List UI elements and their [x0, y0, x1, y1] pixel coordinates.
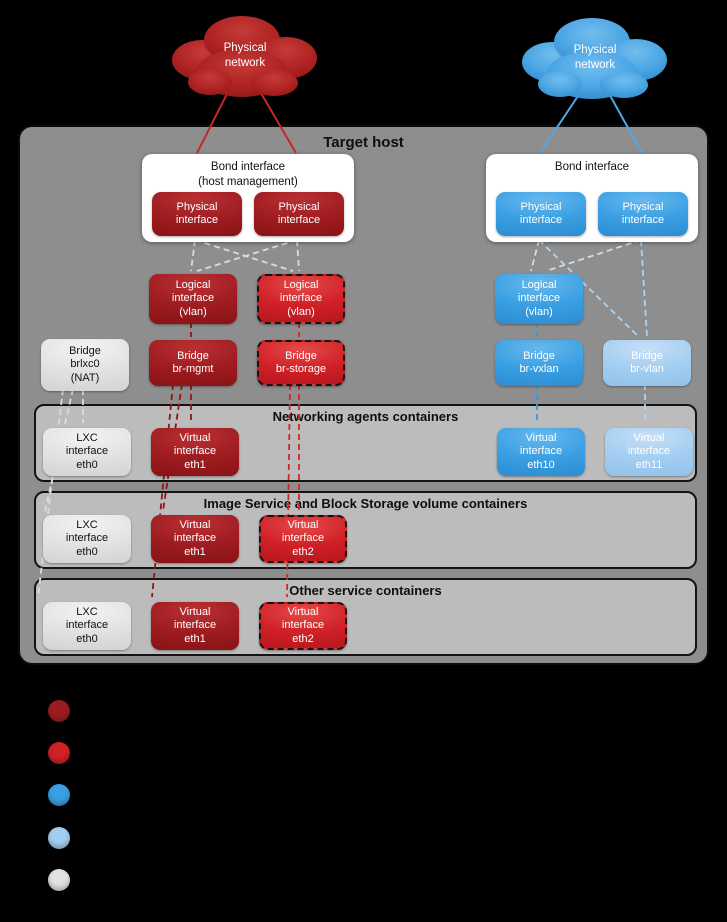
virtual-interface-eth10: Virtual interface eth10: [497, 428, 585, 476]
bridge-br-vxlan: Bridge br-vxlan: [495, 340, 583, 386]
bond-interface-host-management: Bond interface (host management) Physica…: [142, 154, 354, 242]
lxc-interface-eth0: LXC interface eth0: [43, 428, 131, 476]
logical-interface-vlan-vxlan: Logical interface (vlan): [495, 274, 583, 324]
virtual-interface-eth11: Virtual interface eth11: [605, 428, 693, 476]
section-title: Other service containers: [289, 583, 442, 598]
lxc-interface-eth0: LXC interface eth0: [43, 515, 131, 563]
legend-swatch-dark-red: [48, 700, 70, 722]
virtual-interface-eth2: Virtual interface eth2: [259, 515, 347, 563]
virtual-interface-eth1: Virtual interface eth1: [151, 515, 239, 563]
cloud-shape-red: [172, 16, 317, 97]
cloud-label: Physical network: [573, 44, 617, 71]
physical-network-cloud-left: Physical network: [170, 10, 320, 105]
section-other-service-containers: Other service containers LXC interface e…: [34, 578, 697, 656]
physical-interface-data-1: Physical interface: [496, 192, 586, 236]
virtual-interface-eth1: Virtual interface eth1: [151, 602, 239, 650]
target-host-box: Target host Bond interface (host managem…: [18, 125, 709, 665]
section-image-block-storage-containers: Image Service and Block Storage volume c…: [34, 491, 697, 569]
bond-interface-data: Bond interface Physical interface Physic…: [486, 154, 698, 242]
logical-interface-vlan-mgmt: Logical interface (vlan): [149, 274, 237, 324]
bond-title: Bond interface: [554, 161, 630, 173]
lxc-interface-eth0: LXC interface eth0: [43, 602, 131, 650]
physical-interface-data-2: Physical interface: [598, 192, 688, 236]
virtual-interface-eth1: Virtual interface eth1: [151, 428, 239, 476]
bond-title: Bond interface (host management): [198, 161, 298, 188]
bridge-brlxc0-nat: Bridge brlxc0 (NAT): [41, 339, 129, 391]
bridge-br-vlan: Bridge br-vlan: [603, 340, 691, 386]
bridge-br-storage: Bridge br-storage: [257, 340, 345, 386]
legend-swatch-light-blue: [48, 827, 70, 849]
target-host-title: Target host: [323, 134, 404, 151]
logical-interface-vlan-storage: Logical interface (vlan): [257, 274, 345, 324]
bridge-br-mgmt: Bridge br-mgmt: [149, 340, 237, 386]
section-title: Image Service and Block Storage volume c…: [203, 496, 528, 511]
legend-swatch-blue: [48, 784, 70, 806]
section-title: Networking agents containers: [272, 409, 459, 424]
section-networking-agents-containers: Networking agents containers LXC interfa…: [34, 404, 697, 482]
cloud-shape-blue: [522, 18, 667, 99]
legend-swatch-light-gray: [48, 869, 70, 891]
physical-network-cloud-right: Physical network: [520, 12, 670, 107]
physical-interface-mgmt-2: Physical interface: [254, 192, 344, 236]
physical-interface-mgmt-1: Physical interface: [152, 192, 242, 236]
virtual-interface-eth2: Virtual interface eth2: [259, 602, 347, 650]
legend-swatch-bright-red: [48, 742, 70, 764]
cloud-label: Physical network: [223, 42, 267, 69]
